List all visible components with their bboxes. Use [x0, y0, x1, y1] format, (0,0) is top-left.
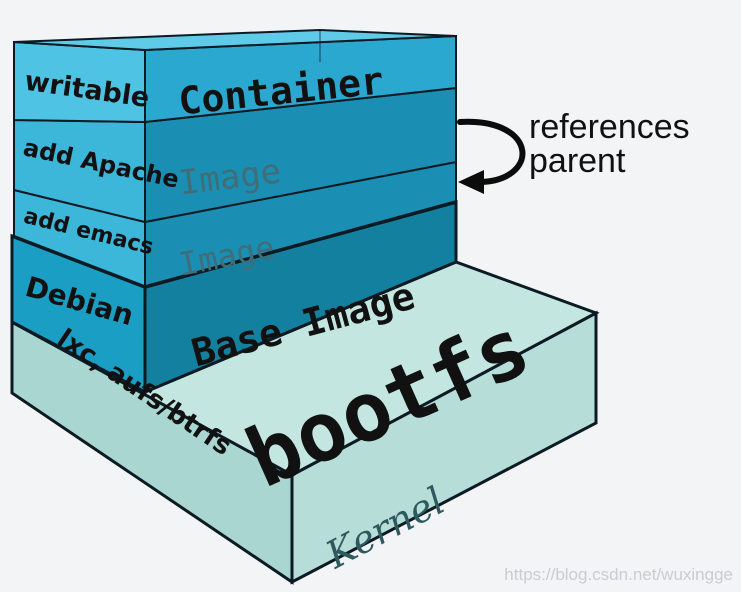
curved-arrow-icon	[457, 118, 526, 185]
debian-outline	[11, 200, 457, 289]
references-parent-annotation: references parent	[457, 108, 690, 194]
annotation-line1: references	[529, 108, 690, 146]
arrowhead-icon	[458, 170, 484, 194]
annotation-line2: parent	[529, 142, 626, 180]
writable-top-face	[13, 28, 457, 52]
watermark-text: https://blog.csdn.net/wuxingge	[504, 565, 733, 584]
kernel-block	[10, 260, 600, 585]
blue-stack	[10, 28, 458, 395]
